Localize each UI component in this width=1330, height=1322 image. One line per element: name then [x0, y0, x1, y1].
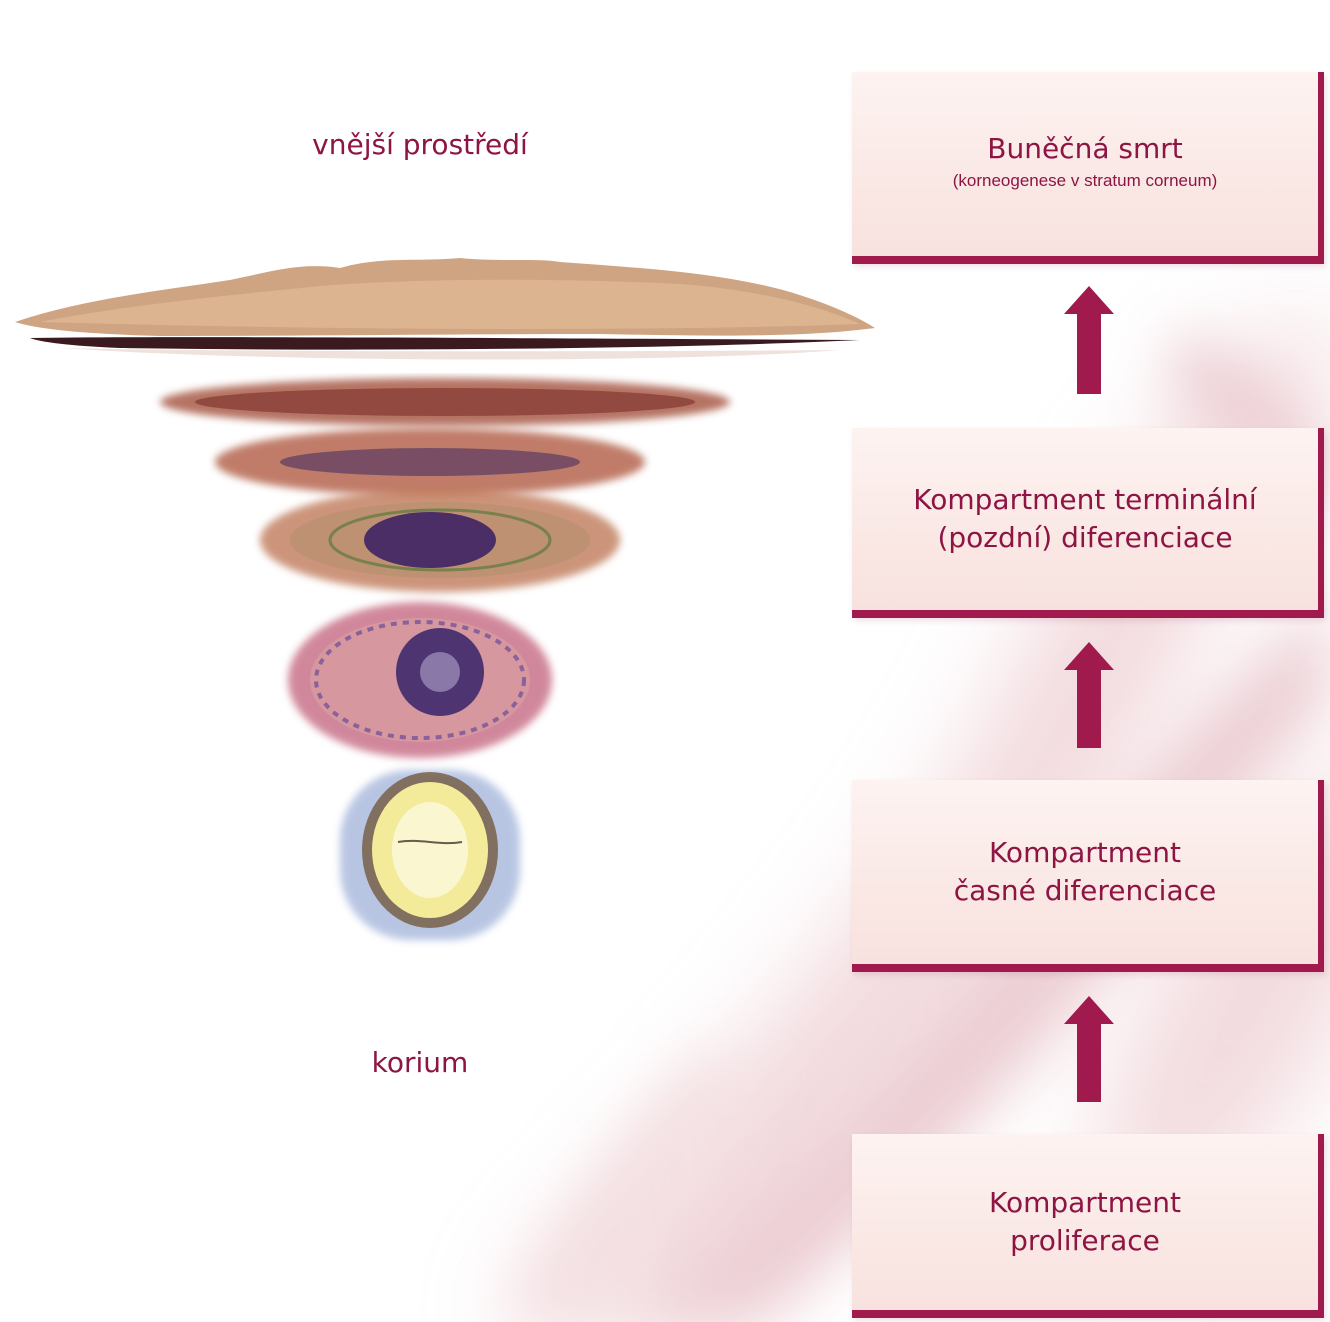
terminal-differentiation-box: Kompartment terminální (pozdní) diferenc…: [852, 428, 1324, 618]
up-arrow-icon: [1064, 642, 1114, 748]
cell-death-subtitle: (korneogenese v stratum corneum): [953, 170, 1218, 192]
cell-death-title: Buněčná smrt: [987, 130, 1182, 168]
up-arrow-icon: [1064, 286, 1114, 394]
early-differentiation-box: Kompartment časné diferenciace: [852, 780, 1324, 972]
up-arrow-icon: [1064, 996, 1114, 1102]
early-differentiation-title: Kompartment časné diferenciace: [954, 834, 1216, 910]
dermis-label: korium: [270, 1046, 570, 1079]
proliferation-title: Kompartment proliferace: [989, 1184, 1181, 1260]
cell-death-box: Buněčná smrt (korneogenese v stratum cor…: [852, 72, 1324, 264]
epidermis-illustration: [15, 258, 875, 940]
proliferation-box: Kompartment proliferace: [852, 1134, 1324, 1318]
outer-environment-label: vnější prostředí: [270, 128, 570, 161]
terminal-differentiation-title: Kompartment terminální (pozdní) diferenc…: [913, 481, 1256, 557]
